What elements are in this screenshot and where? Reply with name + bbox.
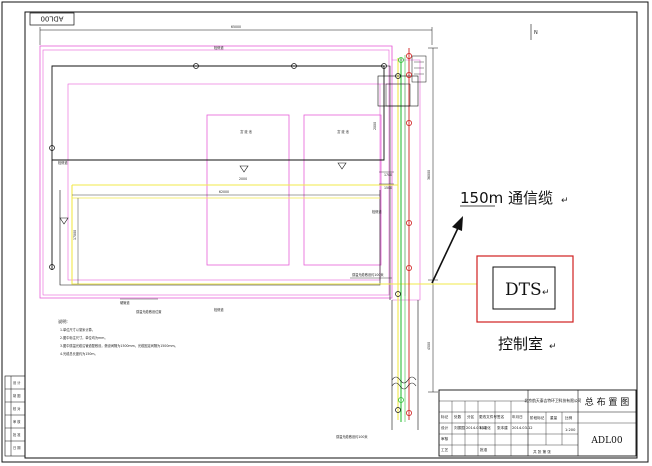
fitting-marker — [395, 291, 401, 297]
stamp-text: ADL00 — [41, 15, 64, 23]
bottom-left-label: 硬管道 — [120, 300, 130, 305]
control-room-return: ↵ — [549, 342, 557, 352]
left-col-label: 制 图 — [13, 393, 20, 398]
fitting-marker — [395, 73, 401, 79]
rev-header: 处数 — [454, 414, 462, 419]
fitting-marker — [405, 53, 412, 60]
process-row-cell: 批准 — [480, 447, 488, 452]
level-markers — [59, 162, 347, 225]
notes-title: 说明: — [58, 318, 68, 325]
review-row-cell: 审核 — [441, 436, 449, 441]
fitting-marker — [49, 264, 55, 270]
cable-annotation: 150m 通信缆 — [460, 189, 553, 207]
fittings — [49, 53, 412, 416]
top-dimension: 65000 — [39, 25, 433, 45]
design-row-cell: 2014.03.12 — [512, 426, 533, 430]
cable-route-green — [400, 55, 406, 422]
dts-return: ↵ — [542, 288, 550, 298]
rev-header: 更改文件号 — [479, 414, 497, 419]
design-row-cell: 设计 — [441, 425, 449, 430]
left-col-label: 日 期 — [13, 445, 20, 450]
design-row-cell: 标准化 — [480, 425, 491, 430]
fitting-marker — [381, 63, 387, 69]
rev-header: 分区 — [467, 414, 475, 419]
dts-label: DTS — [505, 280, 542, 300]
stage-header: 阶段标记 — [530, 415, 545, 420]
fitting-marker — [405, 120, 412, 127]
process-row-cell: 工艺 — [441, 447, 449, 452]
building-b-label: 富 液 池 — [337, 129, 349, 134]
rev-header: 年月日 — [512, 414, 523, 419]
fitting-marker — [398, 397, 404, 403]
inner-dimensions: 62000 17000 2000 2000 1700 1500 — [72, 122, 394, 284]
left-col-label: 批 准 — [13, 432, 21, 437]
right-road-label: 检修道 — [372, 209, 382, 214]
side-dim-2: 1700 — [384, 173, 392, 177]
cable-arrow-head — [452, 216, 463, 231]
stage-header: 比例 — [565, 415, 573, 420]
stamp-box — [29, 12, 75, 26]
rev-header: 标记 — [441, 414, 449, 419]
site-boundaries — [39, 45, 421, 301]
left-margin-table: 设 计 制 图 校 对 审 核 批 准 日 期 — [4, 375, 26, 457]
left-col-label: 校 对 — [13, 406, 21, 411]
bottom-mid-label: 检修道 — [214, 307, 224, 312]
design-row-cell: 2014.03.12 — [466, 426, 487, 430]
side-dim-1: 2000 — [373, 122, 377, 130]
fitting-marker — [193, 63, 199, 69]
cable-length-label-1: 感温光缆敷设约100米 — [352, 272, 384, 277]
center-dim-label: 2000 — [239, 177, 247, 181]
right-dimension: 36000 4500 — [427, 47, 438, 393]
fitting-marker — [405, 219, 412, 226]
cable-arrow-line — [431, 227, 459, 284]
stage-header: 重量 — [550, 415, 558, 420]
sheet-info: 共 张 第 张 — [533, 449, 551, 454]
drawing-number: ADL00 — [590, 436, 622, 446]
top-road-label: 检修道 — [214, 45, 224, 50]
inner-length-label: 62000 — [219, 190, 229, 194]
left-road-label: 检修道 — [58, 160, 68, 165]
note-line: 3.图中感温光缆沿管道壁敷设，敷设间隔为1500mm，光缆固定间隔为1500mm… — [60, 343, 178, 348]
fitting-marker — [49, 145, 55, 151]
inner-height-label: 17000 — [73, 230, 77, 240]
fitting-marker — [291, 63, 297, 69]
lower-dim-label: 4500 — [427, 342, 431, 350]
fitting-marker — [398, 57, 404, 63]
company-name: 北京航天泰吉特环卫科技有限公司 — [525, 398, 582, 403]
cable-annotation-return: ↵ — [561, 196, 569, 206]
overall-width-label: 36000 — [427, 170, 431, 180]
dts-box — [492, 266, 556, 310]
note-line: 4.光缆总长度约为150m。 — [60, 351, 98, 356]
fitting-marker — [395, 407, 401, 413]
control-room-box — [476, 255, 574, 323]
building-a-label: 富 液 池 — [240, 129, 252, 134]
fitting-marker — [405, 409, 412, 416]
scale-value: 1:200 — [565, 428, 576, 432]
inner-frame — [24, 11, 638, 459]
cable-route-label: 感温光缆敷设位置 — [136, 309, 162, 314]
north-mark: N — [534, 30, 538, 36]
cable-route-yellow — [71, 58, 477, 420]
note-line: 2.图中标注尺寸，单位均为mm。 — [60, 335, 108, 340]
pipe-loop-black — [51, 65, 391, 300]
cable-length-label-2: 感温光缆敷设约100米 — [336, 434, 368, 439]
fitting-marker — [405, 72, 412, 79]
drawing-title: 总 布 置 图 — [585, 396, 630, 408]
equipment-area — [377, 55, 427, 107]
left-col-label: 设 计 — [13, 380, 21, 385]
design-row-cell: 张本建 — [497, 425, 508, 430]
side-dim-3: 1500 — [384, 186, 392, 190]
note-line: 1.单位尺寸以毫米计算。 — [60, 327, 95, 332]
fitting-marker — [405, 264, 412, 271]
rev-header: 签名 — [497, 414, 505, 419]
left-col-label: 审 核 — [13, 419, 21, 424]
break-symbol — [391, 300, 419, 430]
overall-length-label: 65000 — [231, 25, 241, 29]
design-row-cell: 刘振国 — [454, 425, 465, 430]
title-block: 标记 处数 分区 更改文件号 签名 年月日 设计 刘振国 2014.03.12 … — [438, 389, 637, 457]
control-room-label: 控制室 — [498, 335, 543, 353]
notes-block: 说明: 1.单位尺寸以毫米计算。 2.图中标注尺寸，单位均为mm。 3.图中感温… — [58, 318, 178, 356]
